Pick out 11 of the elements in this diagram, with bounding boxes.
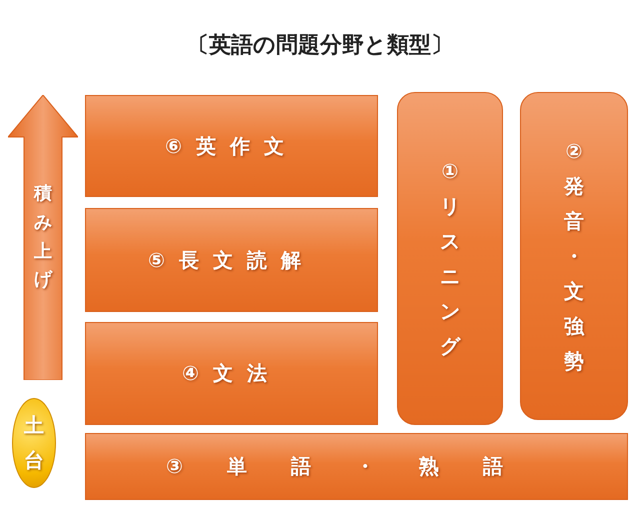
category-box: ④文法 bbox=[85, 322, 378, 425]
title: 〔英語の問題分野と類型〕 bbox=[186, 32, 454, 60]
arrow-label: 積み上げ bbox=[34, 182, 52, 292]
category-box: ⑤長文読解 bbox=[85, 208, 378, 312]
box-label: ②発音・文強勢 bbox=[564, 138, 584, 374]
category-box bbox=[520, 92, 628, 420]
category-box bbox=[397, 92, 503, 425]
oval-label: 土台 bbox=[24, 412, 44, 474]
category-box: ③単語・熟語 bbox=[85, 433, 628, 500]
box-label: ①リスニング bbox=[440, 158, 460, 360]
category-box: ⑥英作文 bbox=[85, 95, 378, 197]
